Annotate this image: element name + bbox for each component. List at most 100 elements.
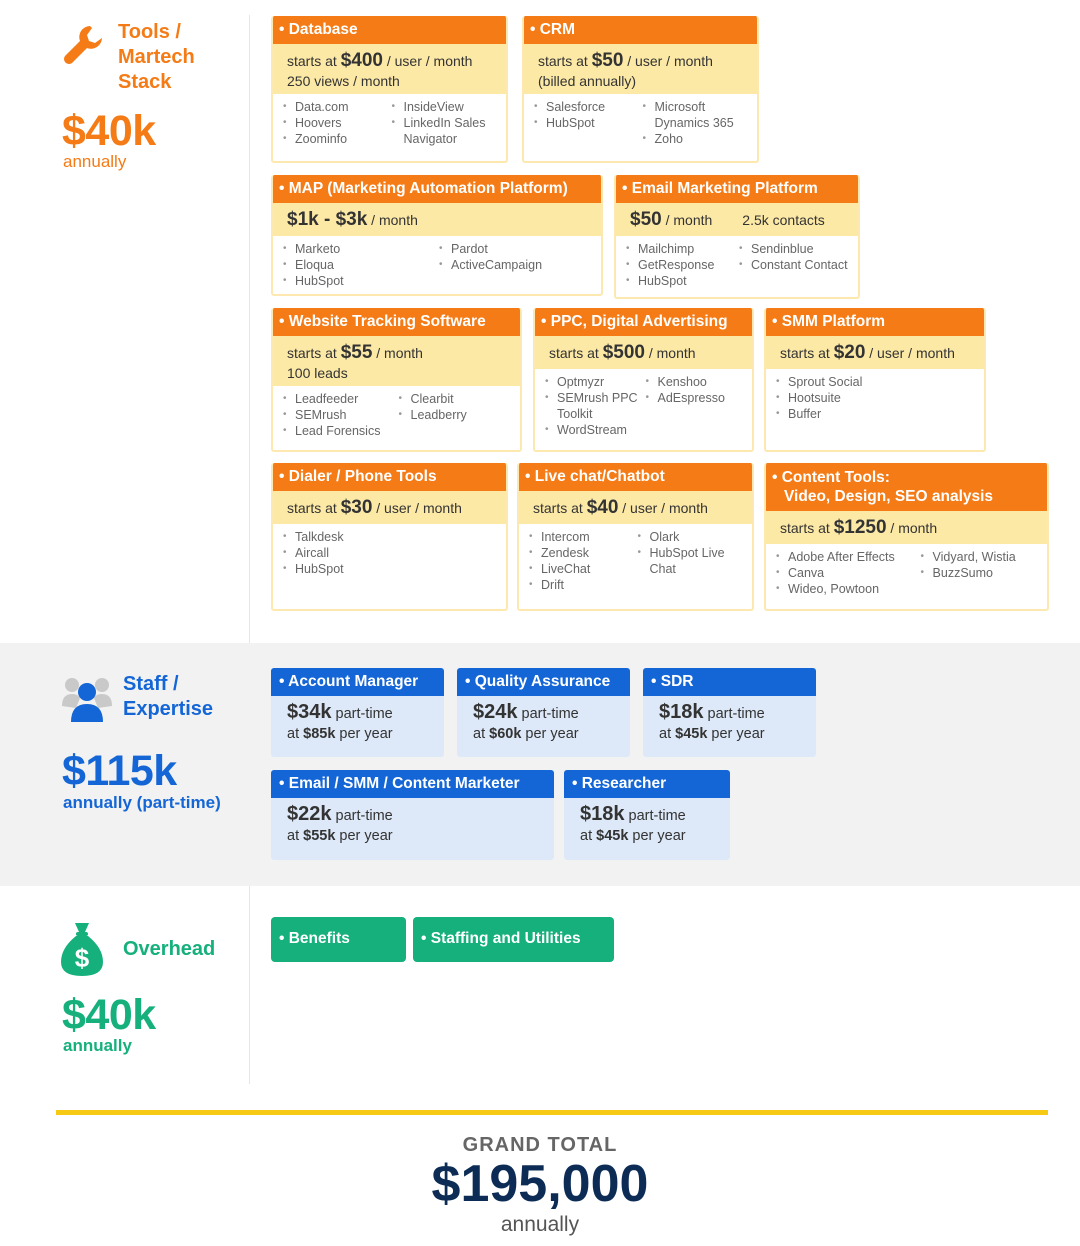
list-item: HubSpot (281, 273, 437, 289)
crm-card: • CRM starts at $50 / user / month (bill… (522, 16, 759, 163)
grand-total-amount: $195,000 (431, 1155, 649, 1213)
list-item: Adobe After Effects (774, 549, 919, 565)
staff-card-title: • SDR (643, 668, 816, 696)
list-item: Zendesk (527, 545, 636, 561)
list-item: Clearbit (397, 391, 513, 407)
database-vendors: Data.comHooversZoominfo InsideViewLinked… (273, 94, 506, 153)
person-group-icon (62, 672, 112, 724)
tracking-vendors: LeadfeederSEMrushLead Forensics Clearbit… (273, 386, 520, 445)
list-item: Olark (636, 529, 745, 545)
list-item: BuzzSumo (919, 565, 1039, 581)
database-card-title: • Database (273, 16, 506, 44)
list-item: GetResponse (624, 257, 737, 273)
list-item: Marketo (281, 241, 437, 257)
svg-text:$: $ (75, 943, 90, 973)
list-item: Eloqua (281, 257, 437, 273)
list-item: Sprout Social (774, 374, 976, 390)
list-item: Zoominfo (281, 131, 390, 147)
content-price: starts at $1250 / month (766, 511, 1047, 544)
smm-card-title: • SMM Platform (766, 308, 984, 336)
list-item: Data.com (281, 99, 390, 115)
staff-amount: $115k (62, 747, 177, 795)
list-item: Salesforce (532, 99, 641, 115)
list-item: Kenshoo (644, 374, 745, 390)
list-item: ActiveCampaign (437, 257, 593, 273)
staff-card-title: • Researcher (564, 770, 730, 798)
overhead-title: Overhead (123, 938, 216, 960)
list-item: Hoovers (281, 115, 390, 131)
list-item: Hootsuite (774, 390, 976, 406)
content-marketer-card: • Email / SMM / Content Marketer $22k pa… (271, 770, 554, 860)
smm-card: • SMM Platform starts at $20 / user / mo… (764, 308, 986, 452)
list-item: WordStream (543, 422, 644, 438)
list-item: HubSpot (281, 561, 498, 577)
ppc-card: • PPC, Digital Advertising starts at $50… (533, 308, 754, 452)
map-card: • MAP (Marketing Automation Platform) $1… (271, 175, 603, 296)
ppc-price: starts at $500 / month (535, 336, 752, 369)
crm-card-title: • CRM (524, 16, 757, 44)
list-item: Lead Forensics (281, 423, 397, 439)
list-item: Buffer (774, 406, 976, 422)
email-vendors: MailchimpGetResponseHubSpot SendinblueCo… (616, 236, 858, 295)
list-item: SEMrush PPC Toolkit (543, 390, 644, 422)
tools-sub: annually (63, 152, 127, 171)
list-item: Drift (527, 577, 636, 593)
list-item: AdEspresso (644, 390, 745, 406)
dialer-price: starts at $30 / user / month (273, 491, 506, 524)
crm-vendors: SalesforceHubSpot Microsoft Dynamics 365… (524, 94, 757, 153)
list-item: LiveChat (527, 561, 636, 577)
list-item: Intercom (527, 529, 636, 545)
list-item: Zoho (641, 131, 750, 147)
list-item: LinkedIn Sales Navigator (390, 115, 499, 147)
benefits-label: • Benefits (279, 930, 350, 947)
benefits-card: • Benefits (271, 917, 406, 962)
ppc-card-title: • PPC, Digital Advertising (535, 308, 752, 336)
tracking-card-title: • Website Tracking Software (273, 308, 520, 336)
list-item: Vidyard, Wistia (919, 549, 1039, 565)
smm-vendors: Sprout SocialHootsuiteBuffer (766, 369, 984, 428)
database-card: • Database starts at $400 / user / month… (271, 16, 508, 163)
content-card-title: • Content Tools: Video, Design, SEO anal… (766, 463, 1047, 511)
list-item: Canva (774, 565, 919, 581)
tools-title: Tools / Martech Stack (118, 21, 195, 93)
chat-card: • Live chat/Chatbot starts at $40 / user… (517, 463, 754, 611)
crm-price: starts at $50 / user / month (billed ann… (524, 44, 757, 94)
chat-vendors: IntercomZendeskLiveChatDrift OlarkHubSpo… (519, 524, 752, 599)
list-item: Wideo, Powtoon (774, 581, 919, 597)
list-item: Optmyzr (543, 374, 644, 390)
list-item: Aircall (281, 545, 498, 561)
dialer-card: • Dialer / Phone Tools starts at $30 / u… (271, 463, 508, 611)
list-item: Talkdesk (281, 529, 498, 545)
map-price: $1k - $3k / month (273, 203, 601, 236)
list-item: Sendinblue (737, 241, 850, 257)
grand-total-sub: annually (500, 1213, 580, 1236)
chat-card-title: • Live chat/Chatbot (519, 463, 752, 491)
staff-title: Staff / Expertise (123, 673, 214, 720)
map-vendors: MarketoEloquaHubSpot PardotActiveCampaig… (273, 236, 601, 294)
ppc-vendors: OptmyzrSEMrush PPC ToolkitWordStream Ken… (535, 369, 752, 444)
staff-sub: annually (part-time) (63, 793, 221, 812)
staff-card-title: • Account Manager (271, 668, 444, 696)
wrench-icon (60, 22, 106, 68)
staffing-utilities-card: • Staffing and Utilities (413, 917, 614, 962)
list-item: Mailchimp (624, 241, 737, 257)
dialer-card-title: • Dialer / Phone Tools (273, 463, 506, 491)
overhead-sub: annually (63, 1036, 132, 1055)
divider-line-overhead (249, 886, 250, 1084)
list-item: HubSpot (532, 115, 641, 131)
staffing-label: • Staffing and Utilities (421, 930, 581, 947)
money-bag-icon: $ (61, 921, 103, 977)
tools-amount: $40k (62, 107, 156, 155)
grand-total-label: GRAND TOTAL (462, 1134, 618, 1156)
tracking-price: starts at $55 / month 100 leads (273, 336, 520, 386)
list-item: Constant Contact (737, 257, 850, 273)
list-item: InsideView (390, 99, 499, 115)
list-item: SEMrush (281, 407, 397, 423)
dialer-vendors: TalkdeskAircallHubSpot (273, 524, 506, 583)
